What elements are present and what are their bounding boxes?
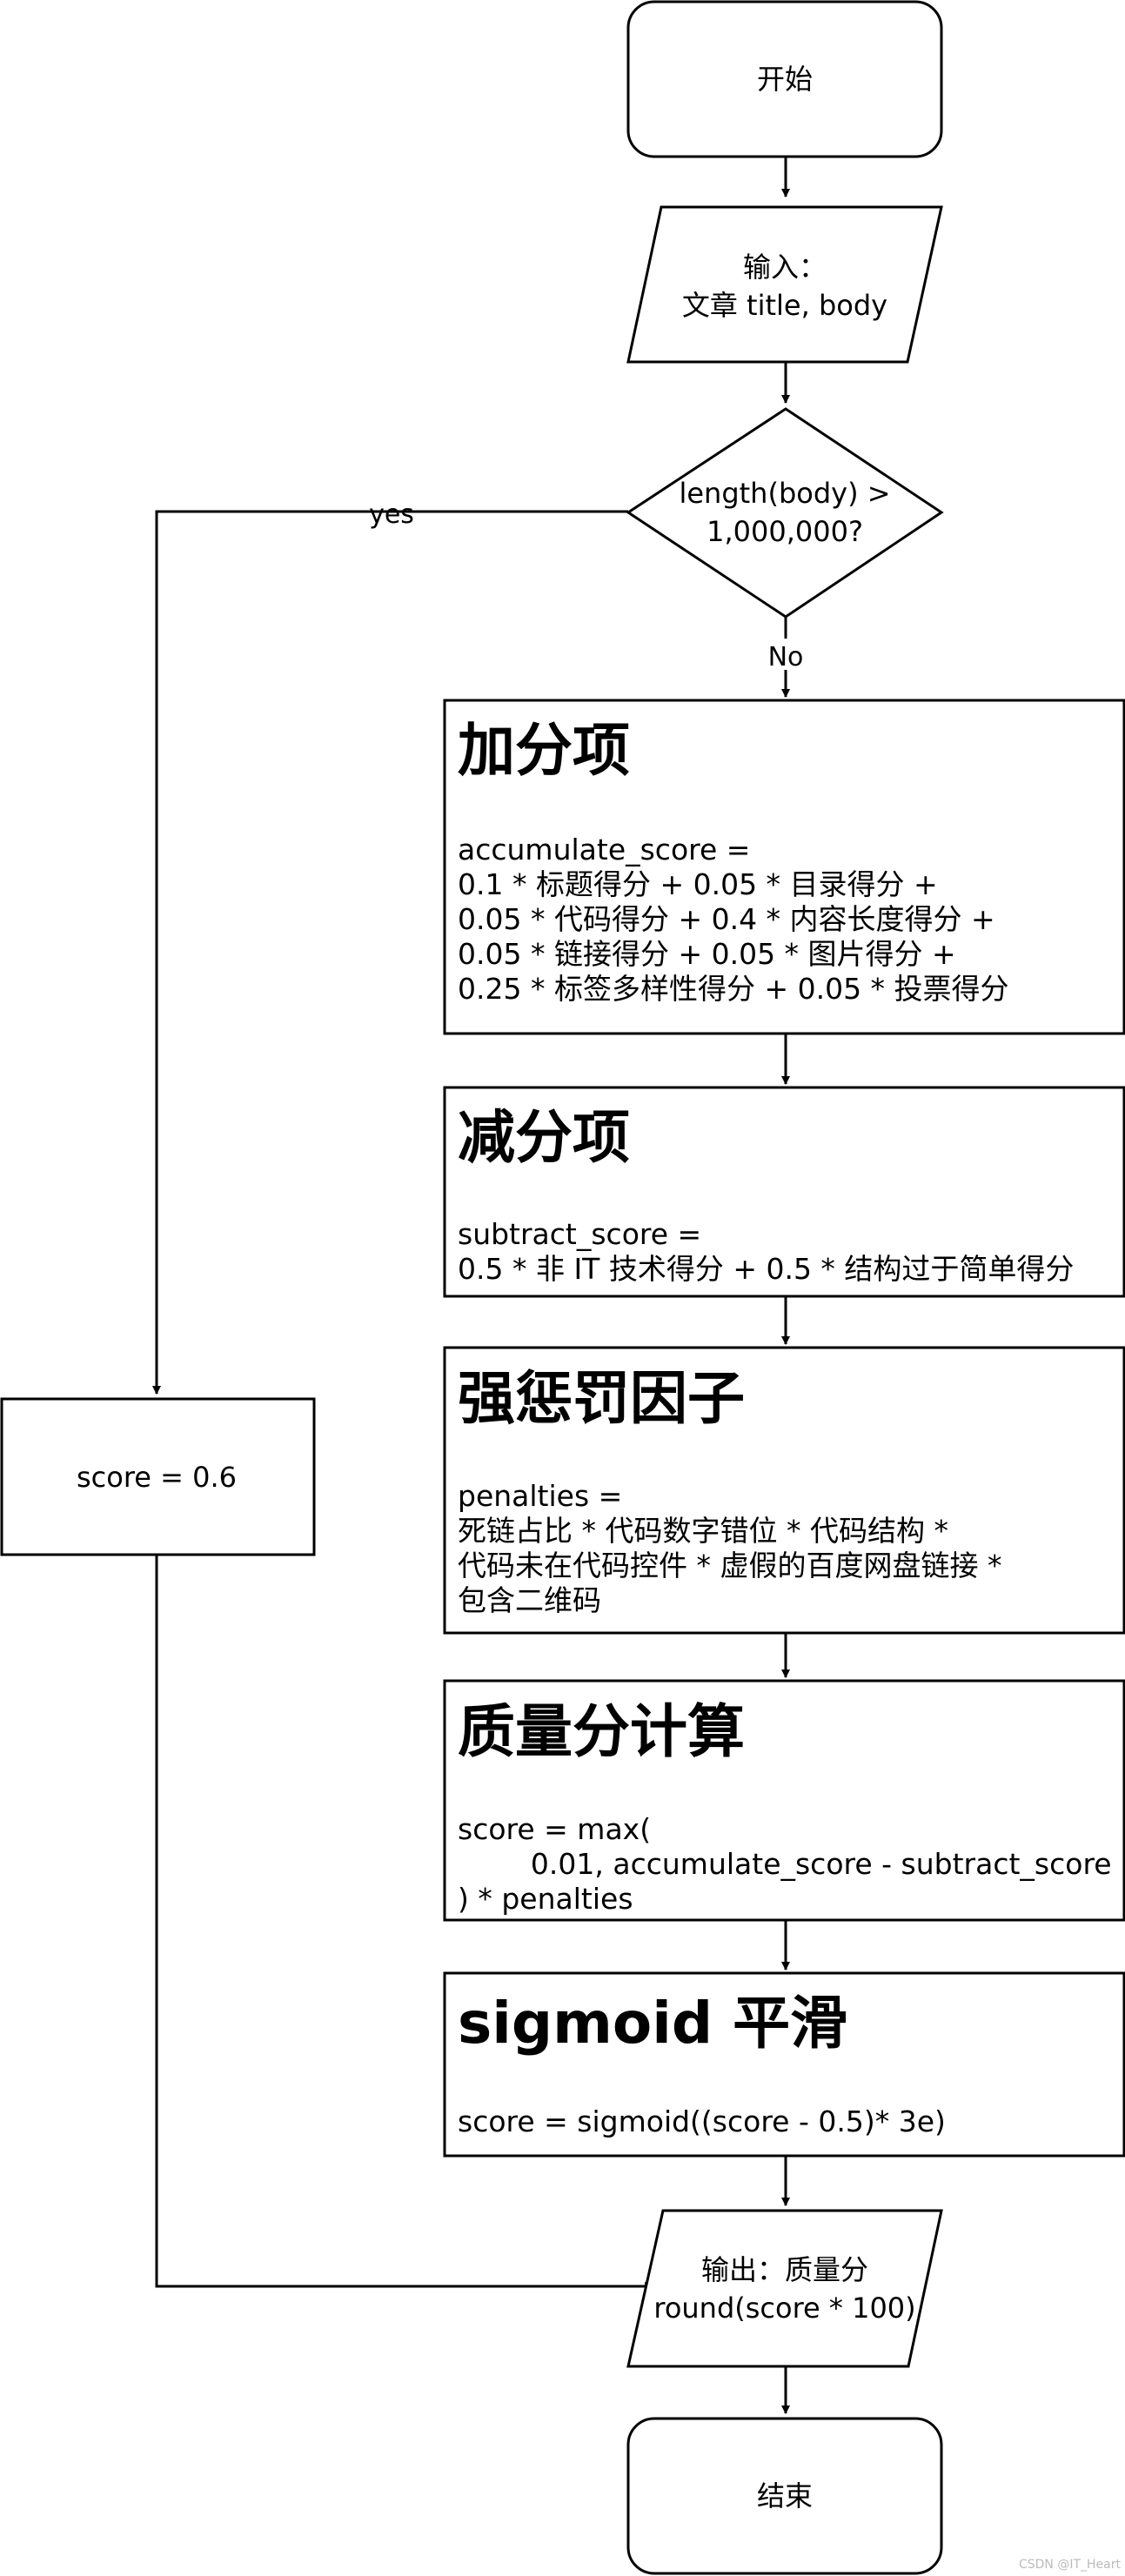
- bonus-line-2: 0.1 * 标题得分 + 0.05 * 目录得分 +: [458, 867, 938, 901]
- penalty-line-3: 代码未在代码控件 * 虚假的百度网盘链接 *: [458, 1549, 1001, 1582]
- quality-line-1: score = max(: [458, 1812, 651, 1846]
- bonus-heading: 加分项: [458, 717, 630, 784]
- penalty-heading: 强惩罚因子: [458, 1365, 745, 1432]
- input-parallelogram: 输入： 文章 title, body: [626, 205, 943, 364]
- sigmoid-heading: sigmoid 平滑: [458, 1990, 847, 2057]
- output-parallelogram: 输出：质量分 round(score * 100): [626, 2209, 943, 2368]
- deduction-line-1: subtract_score =: [458, 1217, 701, 1251]
- penalty-line-1: penalties =: [458, 1479, 622, 1513]
- quality-box: 质量分计算 score = max( 0.01, accumulate_scor…: [443, 1679, 1125, 1922]
- output-line-1: 输出：质量分: [701, 2253, 868, 2286]
- bonus-line-5: 0.25 * 标签多样性得分 + 0.05 * 投票得分: [458, 972, 1009, 1006]
- penalty-line-2: 死链占比 * 代码数字错位 * 代码结构 *: [458, 1514, 948, 1548]
- quality-line-2: 0.01, accumulate_score - subtract_score: [458, 1847, 1112, 1881]
- deduction-heading: 减分项: [458, 1104, 630, 1171]
- bonus-box: 加分项 accumulate_score = 0.1 * 标题得分 + 0.05…: [443, 699, 1125, 1035]
- penalty-line-4: 包含二维码: [458, 1583, 601, 1617]
- penalty-box: 强惩罚因子 penalties = 死链占比 * 代码数字错位 * 代码结构 *…: [443, 1346, 1125, 1635]
- edges: [152, 157, 790, 2414]
- deduction-box: 减分项 subtract_score = 0.5 * 非 IT 技术得分 + 0…: [443, 1086, 1125, 1298]
- edge-label-yes: yes: [369, 499, 414, 530]
- quality-line-3: ) * penalties: [458, 1882, 633, 1916]
- quality-heading: 质量分计算: [458, 1698, 745, 1765]
- output-line-2: round(score * 100): [653, 2292, 915, 2325]
- bonus-line-1: accumulate_score =: [458, 833, 750, 866]
- fixed-score-box: score = 0.6: [0, 1397, 316, 1556]
- decision-diamond: length(body) > 1,000,000?: [626, 407, 944, 619]
- sigmoid-box: sigmoid 平滑 score = sigmoid((score - 0.5)…: [443, 1971, 1125, 2158]
- bonus-line-4: 0.05 * 链接得分 + 0.05 * 图片得分 +: [458, 937, 956, 971]
- start-terminal: 开始: [626, 0, 943, 158]
- input-line-1: 输入：: [743, 251, 827, 284]
- edge-label-no: No: [768, 642, 804, 672]
- decision-line-1: length(body) >: [679, 477, 890, 510]
- decision-line-2: 1,000,000?: [706, 515, 863, 548]
- deduction-line-2: 0.5 * 非 IT 技术得分 + 0.5 * 结构过于简单得分: [458, 1252, 1074, 1286]
- bonus-line-3: 0.05 * 代码得分 + 0.4 * 内容长度得分 +: [458, 902, 995, 936]
- fixed-score-label: score = 0.6: [77, 1461, 237, 1494]
- end-terminal: 结束: [626, 2417, 943, 2575]
- input-line-2: 文章 title, body: [682, 289, 887, 322]
- end-label: 结束: [757, 2479, 813, 2512]
- edge-decision-yes-to-fixed-score: [152, 510, 628, 1395]
- watermark-text: CSDN @IT_Heart: [1019, 2558, 1122, 2572]
- sigmoid-line-1: score = sigmoid((score - 0.5)* 3e): [458, 2104, 946, 2138]
- edge-fixed-score-to-output: [155, 1555, 653, 2291]
- start-label: 开始: [757, 63, 813, 96]
